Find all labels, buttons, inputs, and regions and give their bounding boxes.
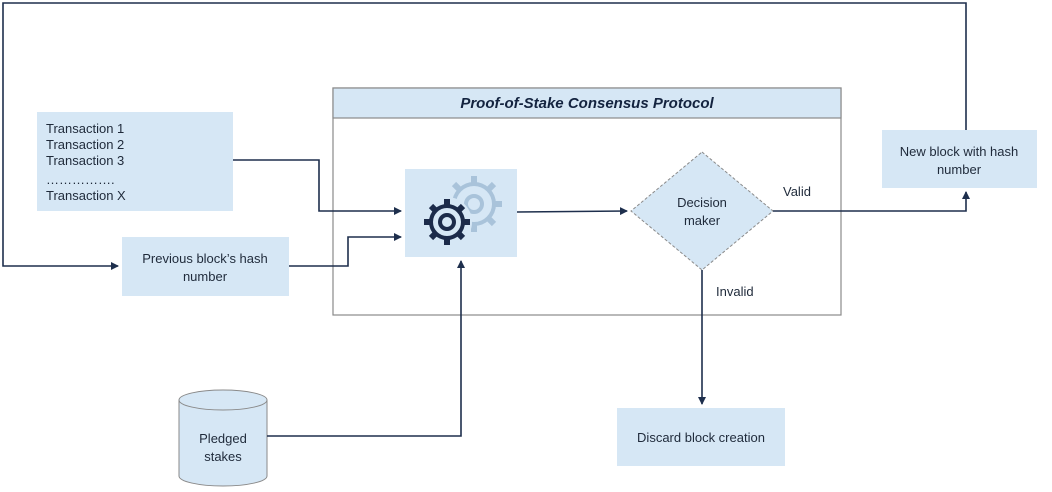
transaction-item: Transaction 3 (46, 153, 124, 168)
stakes-line-1: Pledged (199, 431, 247, 446)
transaction-item: Transaction 2 (46, 137, 124, 152)
stakes-line-2: stakes (204, 449, 242, 464)
transaction-item: Transaction 1 (46, 121, 124, 136)
decision-maker: Decision maker (630, 151, 774, 271)
discard-label: Discard block creation (637, 430, 765, 445)
valid-label: Valid (783, 184, 811, 199)
arrow-newblock-loop-to-prevhash (2, 2, 967, 270)
previous-hash-box: Previous block’s hash number (122, 237, 289, 296)
invalid-label: Invalid (716, 284, 754, 299)
previous-hash-line-2: number (183, 269, 228, 284)
connectors (2, 2, 970, 437)
arrow-process-to-decision (516, 207, 628, 216)
process-box (405, 169, 517, 257)
decision-line-2: maker (684, 213, 721, 228)
gears-icon (422, 176, 502, 247)
transactions-box: Transaction 1 Transaction 2 Transaction … (37, 112, 233, 211)
decision-line-1: Decision (677, 195, 727, 210)
transaction-ellipsis: ……………. (46, 172, 115, 187)
arrow-decision-to-newblock (773, 191, 970, 212)
new-block-box: New block with hash number (882, 130, 1037, 188)
transaction-item: Transaction X (46, 188, 126, 203)
previous-hash-line-1: Previous block’s hash (142, 251, 268, 266)
pledged-stakes-cylinder: Pledged stakes (178, 389, 268, 487)
discard-box: Discard block creation (617, 408, 785, 466)
arrow-transactions-to-process (233, 159, 402, 215)
new-block-line-2: number (937, 162, 982, 177)
arrow-prevhash-to-process (289, 233, 402, 267)
protocol-title: Proof-of-Stake Consensus Protocol (460, 95, 714, 112)
arrow-stakes-to-process (267, 260, 465, 437)
new-block-line-1: New block with hash (900, 144, 1019, 159)
